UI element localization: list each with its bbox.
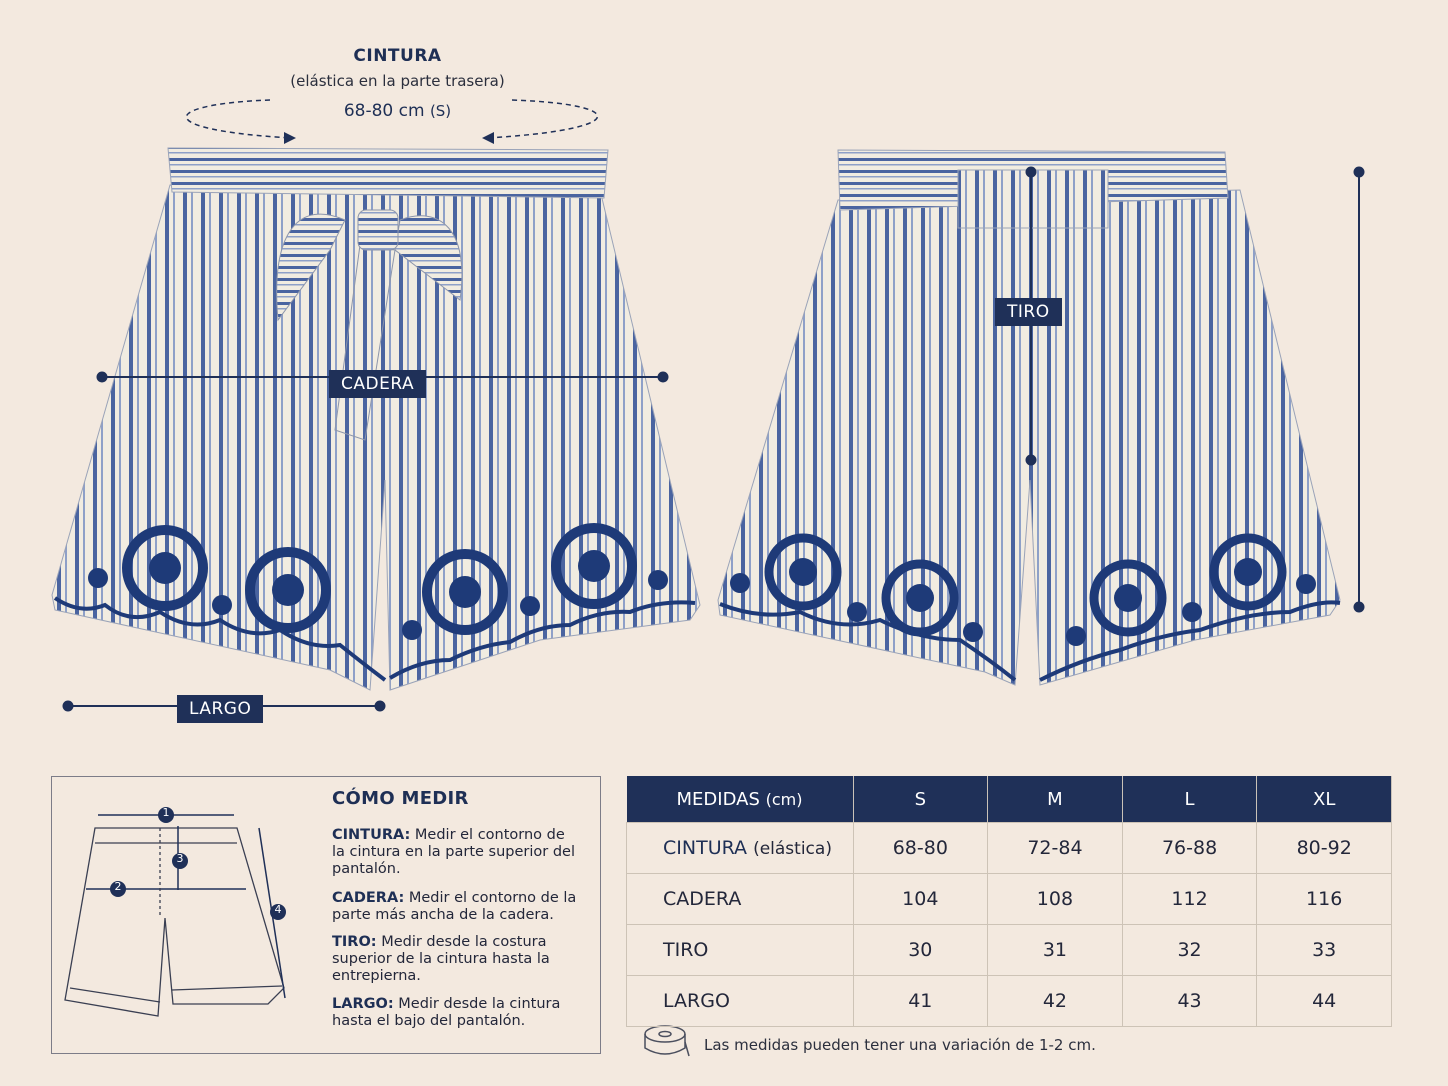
back-shorts xyxy=(717,149,1341,686)
header-size-xl: XL xyxy=(1256,776,1392,823)
rise-tag: TIRO xyxy=(995,298,1062,326)
tape-measure-icon xyxy=(644,1025,690,1057)
cell: 32 xyxy=(1121,924,1258,976)
table-row: CINTURA (elástica) 68-80 72-84 76-88 80-… xyxy=(626,822,1392,874)
how-to-text: Medir el contorno de la parte más ancha … xyxy=(332,890,577,923)
cell: 68-80 xyxy=(852,822,989,874)
how-to-term: CADERA: xyxy=(332,890,405,906)
diagram-markers xyxy=(110,807,286,920)
table-row: CADERA 104 108 112 116 xyxy=(626,873,1392,925)
header-size-l: L xyxy=(1122,776,1258,823)
how-to-hip: CADERA: Medir el contorno de la parte má… xyxy=(332,890,577,924)
cell: 31 xyxy=(987,924,1123,976)
how-to-title: CÓMO MEDIR xyxy=(332,788,469,809)
row-label: CADERA xyxy=(626,873,854,925)
how-to-length: LARGO: Medir desde la cintura hasta el b… xyxy=(332,996,577,1030)
table-row: TIRO 30 31 32 33 xyxy=(626,924,1392,976)
how-to-waist: CINTURA: Medir el contorno de la cintura… xyxy=(332,827,577,878)
marker-1: 1 xyxy=(162,806,170,819)
cell: 72-84 xyxy=(987,822,1123,874)
table-header-label: MEDIDAS (cm) xyxy=(626,776,854,823)
row-label: CINTURA (elástica) xyxy=(626,822,854,874)
row-label: LARGO xyxy=(626,975,854,1027)
how-to-term: TIRO: xyxy=(332,934,377,950)
header-size-m: M xyxy=(987,776,1123,823)
row-label-main: CINTURA xyxy=(663,837,748,859)
row-label: TIRO xyxy=(626,924,854,976)
length-tag: LARGO xyxy=(177,695,264,723)
cell: 42 xyxy=(987,975,1123,1027)
how-to-term: LARGO: xyxy=(332,996,394,1012)
cell: 76-88 xyxy=(1121,822,1258,874)
table-row: LARGO 41 42 43 44 xyxy=(626,975,1392,1027)
cell: 33 xyxy=(1256,924,1392,976)
waist-size: (S) xyxy=(429,102,452,120)
how-to-box xyxy=(51,776,601,1054)
how-to-text: Medir desde la cintura hasta el bajo del… xyxy=(332,996,561,1029)
marker-3: 3 xyxy=(176,852,184,865)
cell: 116 xyxy=(1256,873,1392,925)
waist-subtitle: (elástica en la parte trasera) xyxy=(290,72,505,90)
header-unit: (cm) xyxy=(765,789,803,809)
cell: 30 xyxy=(852,924,989,976)
header-label: MEDIDAS xyxy=(676,788,760,810)
how-to-text: Medir el contorno de la cintura en la pa… xyxy=(332,827,576,877)
how-to-rise: TIRO: Medir desde la costura superior de… xyxy=(332,934,577,985)
how-to-term: CINTURA: xyxy=(332,827,411,843)
cell: 112 xyxy=(1121,873,1258,925)
header-size-s: S xyxy=(853,776,989,823)
hip-tag: CADERA xyxy=(329,370,427,398)
cell: 41 xyxy=(852,975,989,1027)
row-label-note: (elástica) xyxy=(753,839,832,859)
marker-4: 4 xyxy=(274,903,282,916)
cell: 80-92 xyxy=(1256,822,1392,874)
cell: 43 xyxy=(1121,975,1258,1027)
waist-title: CINTURA xyxy=(353,46,442,66)
size-table: MEDIDAS (cm) S M L XL CINTURA (elástica)… xyxy=(626,776,1392,1027)
waist-value: 68-80 cm (S) xyxy=(300,101,495,121)
cell: 44 xyxy=(1256,975,1392,1027)
cell: 108 xyxy=(987,873,1123,925)
marker-2: 2 xyxy=(114,880,122,893)
variation-note: Las medidas pueden tener una variación d… xyxy=(704,1036,1096,1054)
table-header-row: MEDIDAS (cm) S M L XL xyxy=(626,776,1392,823)
how-to-text: Medir desde la costura superior de la ci… xyxy=(332,934,550,984)
front-shorts xyxy=(51,147,701,691)
waist-value-text: 68-80 cm xyxy=(343,101,425,121)
cell: 104 xyxy=(852,873,989,925)
